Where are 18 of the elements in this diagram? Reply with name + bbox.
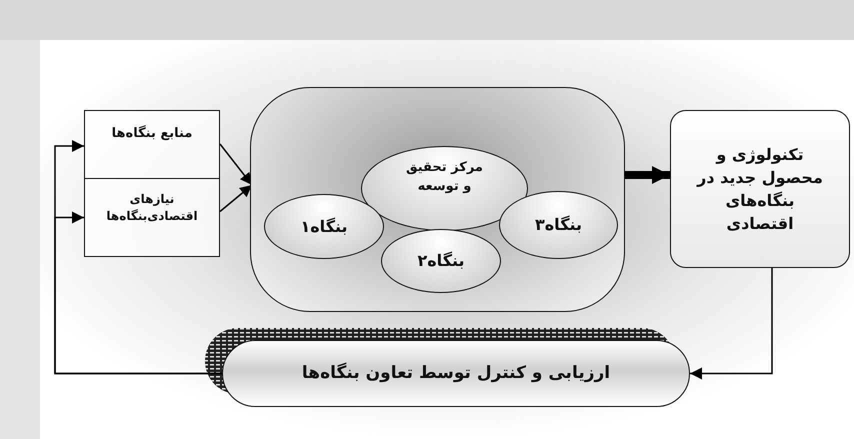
node-label: نیازهای اقتصادی‌بنگاه‌ها (105, 191, 199, 226)
node-label: مرکز تحقیق و توسعه (405, 158, 484, 196)
node-label: بنگاه۲ (417, 250, 465, 272)
node-label: بنگاه۳ (534, 214, 582, 236)
rounded-container (250, 87, 625, 312)
rounded-box (670, 110, 850, 268)
ellipse-node (381, 229, 501, 293)
arrow (690, 268, 773, 380)
node-label: ارزیابی و کنترل توسط تعاون بنگاه‌ها (302, 362, 610, 386)
node-label: منابع بنگاه‌ها (112, 125, 192, 143)
arrow (625, 166, 670, 184)
arrow (54, 212, 222, 374)
text-box (84, 178, 220, 257)
node-label: تکنولوژی و محصول جدید در بنگاه‌های اقتصادی (696, 144, 824, 236)
text-box (84, 110, 220, 178)
arrow (220, 184, 252, 212)
pill-box (222, 340, 690, 407)
node-label: بنگاه۱ (300, 216, 348, 238)
